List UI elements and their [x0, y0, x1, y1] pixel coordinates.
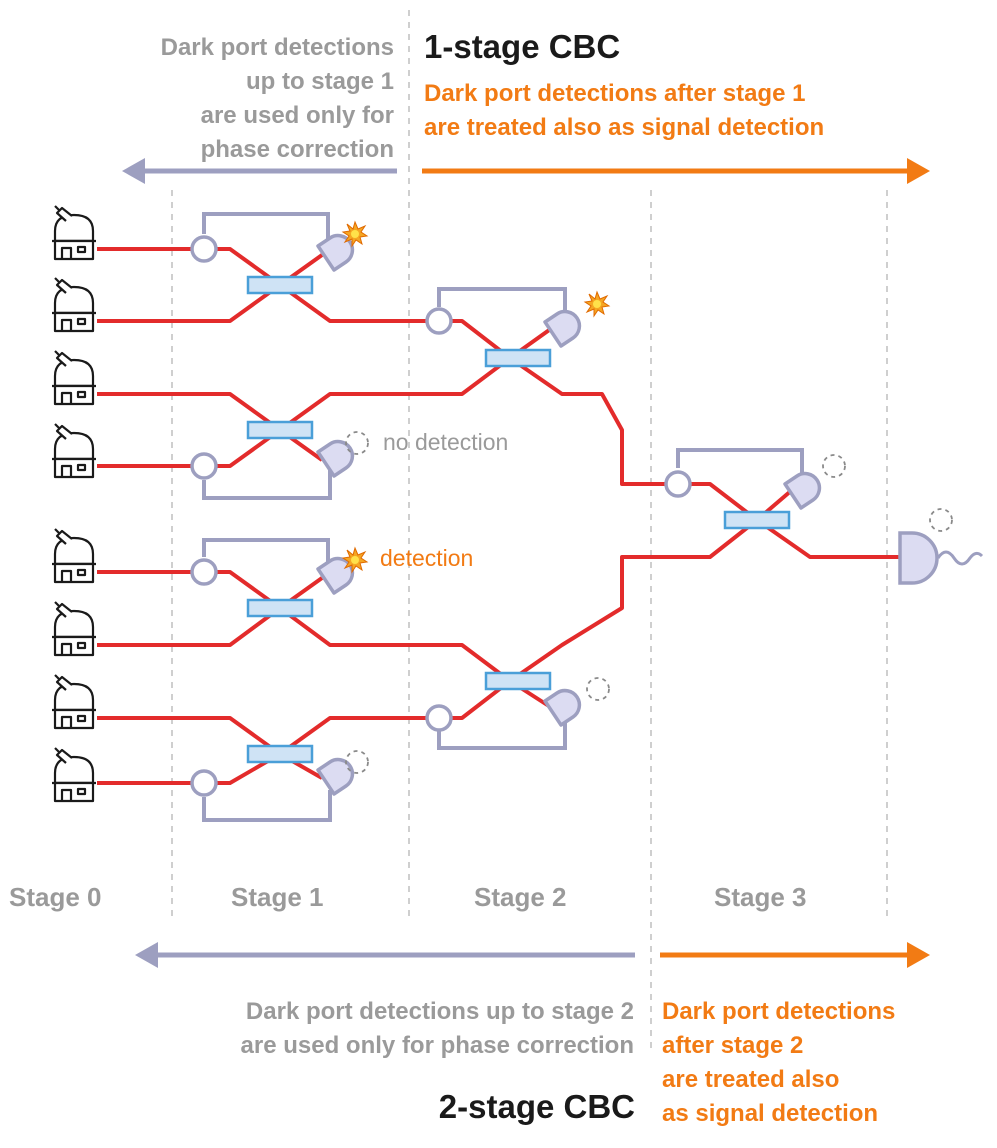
no-detection-icon: [345, 750, 369, 774]
text-line: phase correction: [200, 136, 394, 163]
detector-icon: [543, 688, 582, 727]
detector-icon: [316, 439, 355, 478]
telescope-icon: [50, 422, 98, 479]
beam-splitter: [246, 275, 314, 295]
top-right-arrow: [422, 158, 930, 184]
phase-modulator: [190, 769, 218, 797]
no-detection-label: no detection: [383, 429, 509, 455]
phase-modulator: [190, 452, 218, 480]
stage-label-2: Stage 2: [474, 882, 567, 912]
dark-port-detectors: [316, 233, 822, 796]
telescope-icon: [50, 527, 98, 584]
text-line: Dark port detections after stage 1: [424, 80, 806, 107]
beam-splitter: [723, 510, 791, 530]
phase-modulator: [425, 704, 453, 732]
bottom-title: 2-stage CBC: [438, 1088, 635, 1125]
no-detection-markers: [345, 431, 953, 774]
beam-splitter: [246, 598, 314, 618]
top-right-description: Dark port detections after stage 1 are t…: [424, 77, 824, 145]
telescope-icon: [50, 276, 98, 333]
no-detection-icon: [586, 677, 610, 701]
top-title: 1-stage CBC: [424, 28, 621, 65]
phase-modulator: [190, 558, 218, 586]
detector-icon: [783, 471, 822, 510]
text-line: are used only for phase correction: [240, 1032, 634, 1059]
text-line: are used only for: [200, 102, 394, 129]
beam-splitters: [246, 275, 791, 764]
bottom-left-description: Dark port detections up to stage 2 are u…: [241, 995, 634, 1063]
detector-icon: [316, 757, 355, 796]
telescope-icon: [50, 204, 98, 261]
bottom-right-description: Dark port detections after stage 2 are t…: [662, 995, 895, 1131]
beam-splitter: [246, 420, 314, 440]
no-detection-icon: [929, 508, 953, 532]
phase-modulators: [190, 235, 692, 797]
telescope-icon: [50, 673, 98, 730]
text-line: are treated also: [662, 1066, 840, 1093]
text-line: after stage 2: [662, 1032, 804, 1059]
bottom-left-arrow: [135, 942, 635, 968]
stage-label-0: Stage 0: [9, 882, 102, 912]
telescope-icon: [50, 600, 98, 657]
telescope-icon: [50, 746, 98, 803]
no-detection-icon: [822, 454, 846, 478]
no-detection-icon: [345, 431, 369, 455]
text-line: as signal detection: [662, 1100, 879, 1127]
detector-icon: [316, 233, 355, 272]
detection-label: detection: [380, 545, 474, 571]
top-left-description: Dark port detections up to stage 1 are u…: [161, 31, 394, 167]
top-left-arrow: [122, 158, 397, 184]
text-line: Dark port detections up to stage 2: [245, 998, 634, 1025]
telescopes: [50, 204, 98, 803]
beam-splitter: [246, 744, 314, 764]
text-line: Dark port detections: [160, 34, 394, 61]
detection-burst-icon: [584, 291, 610, 317]
telescope-icon: [50, 349, 98, 406]
detector-icon: [316, 556, 355, 595]
text-line: Dark port detections: [662, 998, 896, 1025]
bottom-right-arrow: [660, 942, 930, 968]
phase-modulator: [190, 235, 218, 263]
stage-label-3: Stage 3: [714, 882, 807, 912]
stage-label-1: Stage 1: [231, 882, 324, 912]
detector-icon: [543, 309, 582, 348]
signal-detector-icon: [898, 531, 984, 585]
feedback-loops: [202, 212, 804, 822]
beam-splitter: [484, 348, 552, 368]
text-line: are treated also as signal detection: [424, 114, 825, 141]
phase-modulator: [664, 470, 692, 498]
fibers: [97, 247, 900, 785]
text-line: up to stage 1: [245, 68, 394, 95]
phase-modulator: [425, 307, 453, 335]
beam-splitter: [484, 671, 552, 691]
